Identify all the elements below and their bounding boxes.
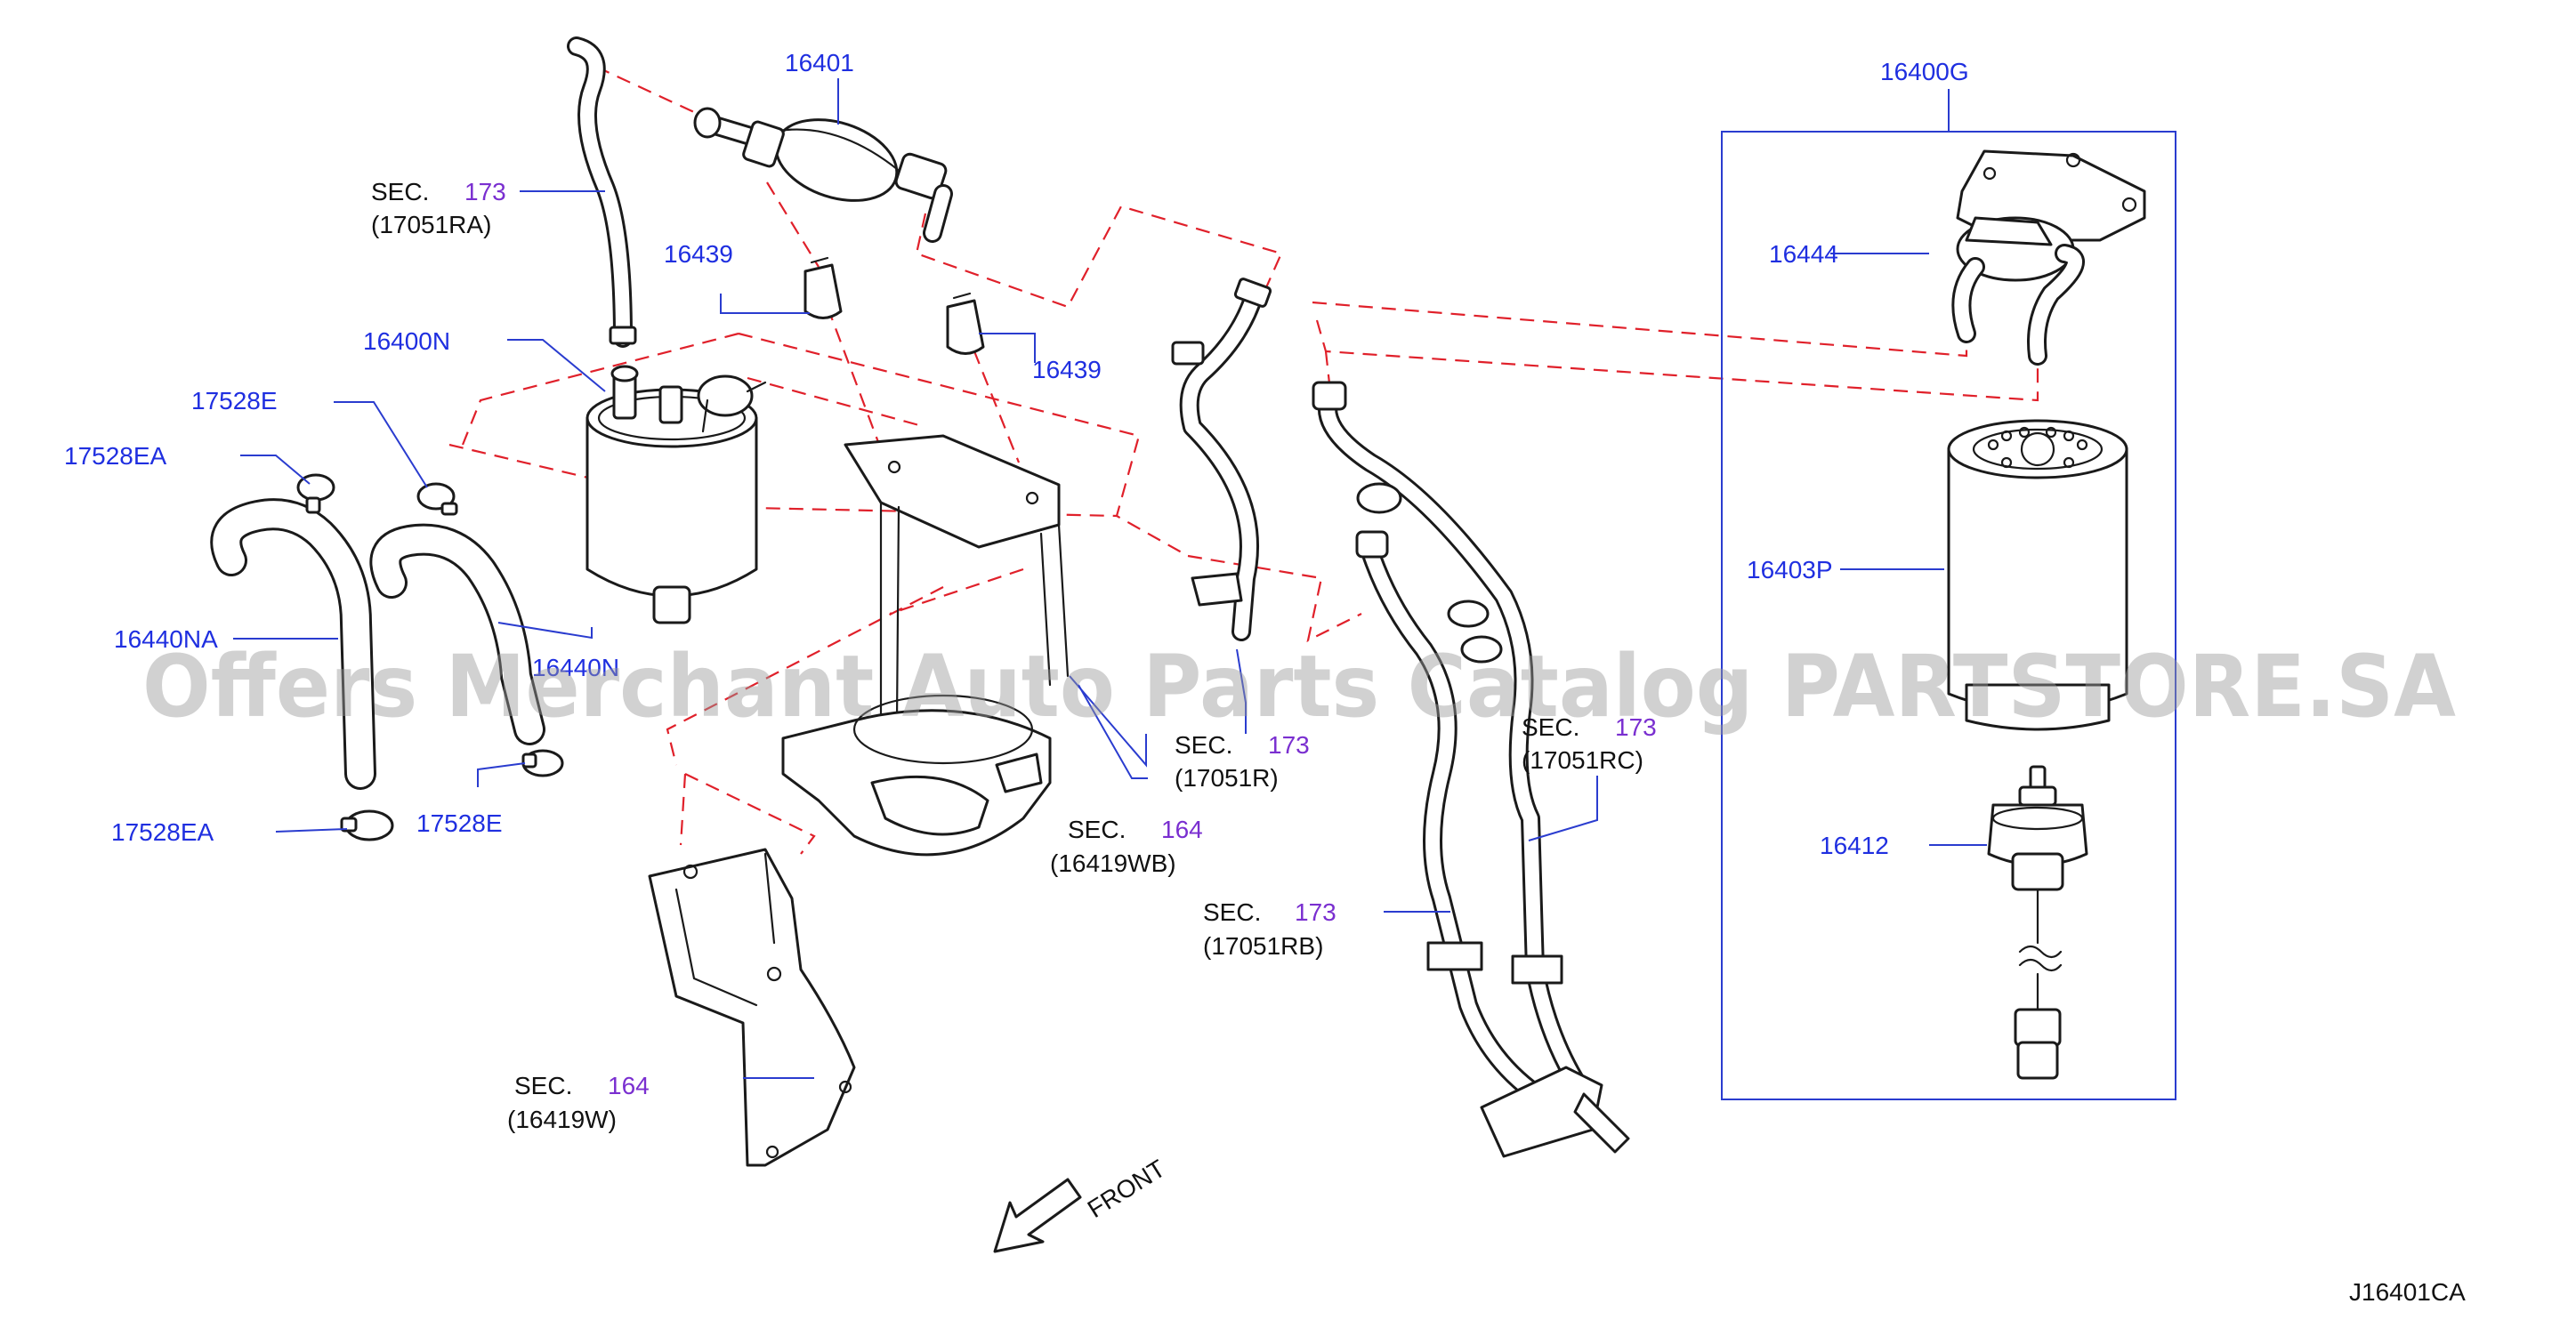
section-ref-17051rb[interactable]: SEC. 173 (17051RB) — [1203, 898, 1336, 960]
clip-16439-right[interactable] — [946, 292, 985, 355]
svg-text:164: 164 — [608, 1072, 650, 1099]
hose-16440n[interactable] — [369, 523, 545, 745]
leader-lines — [233, 78, 1987, 1079]
clip-16439-left[interactable] — [803, 256, 843, 319]
front-label: FRONT — [1083, 1155, 1170, 1223]
label-16440na[interactable]: 16440NA — [114, 625, 218, 653]
bracket-16419w[interactable] — [648, 848, 856, 1167]
section-ref-17051r[interactable]: SEC. 173 (17051R) — [1175, 731, 1310, 792]
svg-text:(17051RB): (17051RB) — [1203, 932, 1323, 960]
svg-text:SEC.: SEC. — [514, 1072, 572, 1099]
part-labels: 16401 16400G 16444 16439 16439 16400N 17… — [64, 49, 1969, 859]
diagram-code: J16401CA — [2349, 1278, 2466, 1306]
filter-element-16403p[interactable] — [1947, 419, 2128, 731]
svg-text:(16419W): (16419W) — [507, 1106, 617, 1133]
clamp-17528e-upper[interactable] — [416, 482, 458, 516]
svg-text:164: 164 — [1161, 816, 1203, 843]
label-16400n[interactable]: 16400N — [363, 327, 450, 355]
watermark: Offers Merchant Auto Parts Catalog PARTS… — [142, 637, 2456, 736]
hose-17051ra[interactable] — [567, 36, 637, 348]
svg-text:SEC.: SEC. — [371, 178, 429, 205]
hose-16440na[interactable] — [210, 498, 376, 790]
label-16400g[interactable]: 16400G — [1880, 58, 1969, 85]
clamp-17528e-lower[interactable] — [521, 749, 564, 777]
svg-text:SEC.: SEC. — [1522, 713, 1579, 741]
label-16412[interactable]: 16412 — [1820, 832, 1889, 859]
label-17528ea-lower[interactable]: 17528EA — [111, 818, 214, 846]
section-ref-17051rc[interactable]: SEC. 173 (17051RC) — [1522, 713, 1657, 774]
label-16439-left[interactable]: 16439 — [664, 240, 733, 268]
svg-text:173: 173 — [1615, 713, 1657, 741]
label-16401[interactable]: 16401 — [785, 49, 854, 76]
label-16444[interactable]: 16444 — [1769, 240, 1838, 268]
section-labels: SEC. 173 (17051RA) SEC. 173 (17051R) SEC… — [371, 178, 1657, 1133]
label-17528ea-upper[interactable]: 17528EA — [64, 442, 167, 470]
svg-text:(16419WB): (16419WB) — [1050, 849, 1176, 877]
assembly-box-16400g — [1721, 89, 2176, 1100]
clamp-17528ea-lower[interactable] — [340, 809, 394, 841]
svg-text:173: 173 — [1295, 898, 1336, 926]
label-16403p[interactable]: 16403P — [1747, 556, 1833, 584]
svg-text:173: 173 — [1268, 731, 1310, 759]
label-16439-right[interactable]: 16439 — [1032, 356, 1102, 383]
tube-17051rc[interactable] — [1312, 381, 1594, 1104]
svg-text:(17051RC): (17051RC) — [1522, 746, 1643, 774]
section-ref-17051ra[interactable]: SEC. 173 (17051RA) — [371, 178, 506, 238]
section-ref-16419w[interactable]: SEC. 164 (16419W) — [507, 1072, 650, 1133]
svg-text:SEC.: SEC. — [1068, 816, 1126, 843]
section-ref-16419wb[interactable]: SEC. 164 (16419WB) — [1050, 816, 1203, 877]
tube-17051rb[interactable] — [1355, 482, 1630, 1158]
bracket-16419wb[interactable] — [781, 434, 1070, 857]
svg-text:SEC.: SEC. — [1203, 898, 1261, 926]
svg-text:(17051RA): (17051RA) — [371, 211, 491, 238]
label-17528e-lower[interactable]: 17528E — [416, 809, 503, 837]
fuel-filter-16400n[interactable] — [585, 365, 767, 624]
priming-pump-16401[interactable] — [693, 105, 953, 243]
svg-text:SEC.: SEC. — [1175, 731, 1232, 759]
svg-text:173: 173 — [464, 178, 506, 205]
label-17528e-upper[interactable]: 17528E — [191, 387, 278, 415]
label-16440n[interactable]: 16440N — [532, 654, 619, 681]
tube-17051r[interactable] — [1171, 278, 1272, 641]
front-arrow-icon — [993, 1178, 1082, 1253]
svg-text:(17051R): (17051R) — [1175, 764, 1279, 792]
sensor-16412[interactable] — [1987, 765, 2088, 1080]
filter-head-16444[interactable] — [1951, 149, 2146, 366]
